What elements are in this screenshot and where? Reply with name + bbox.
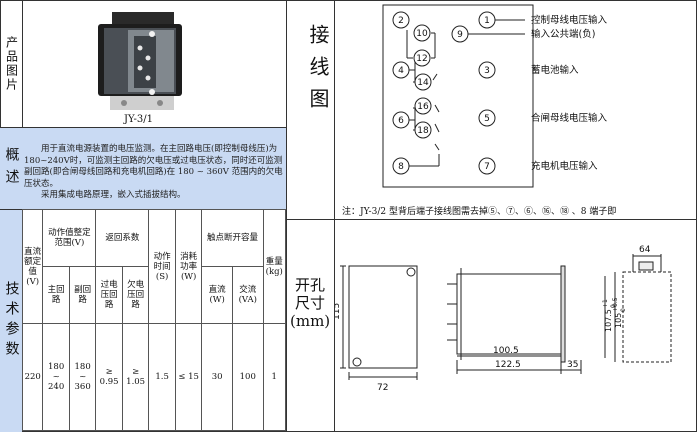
product-image-label: 产品图片 — [4, 35, 19, 92]
tech-label-band — [0, 210, 22, 432]
terminal-7: 7 — [484, 162, 490, 172]
header-action-range: 动作值整定范围(V) — [42, 209, 97, 267]
dim-64: 64 — [639, 245, 651, 255]
terminal-16: 16 — [417, 102, 429, 112]
value-over: ≥ 0.95 — [95, 323, 123, 431]
dim-107-5-tol-bot: 0 — [610, 304, 617, 308]
overview-label: 概述 — [3, 146, 20, 191]
value-main: 180 ~ 240 — [42, 323, 70, 431]
terminal-10: 10 — [416, 29, 428, 39]
header-main: 主回路 — [42, 266, 70, 324]
dim-105: 105 — [614, 313, 623, 328]
value-under: ≥ 1.05 — [121, 323, 150, 431]
terminal-1: 1 — [484, 16, 490, 26]
header-return: 返回系数 — [95, 209, 150, 267]
label-charger: 充电机电压输入 — [531, 160, 598, 172]
wiring-diagram: 2 10 12 4 14 16 6 18 8 1 9 3 5 7 控制母线电压输… — [382, 4, 608, 188]
value-sub: 180 ~ 360 — [68, 323, 97, 431]
terminal-5: 5 — [484, 114, 490, 124]
dim-100-5: 100.5 — [493, 346, 519, 356]
dim-35: 35 — [567, 360, 578, 370]
label-battery: 蓄电池输入 — [531, 64, 579, 76]
value-time: 1.5 — [148, 323, 176, 431]
tech-params-table: 直流额定值(V) 动作值整定范围(V) 返回系数 动作时间(S) 消耗功率(W)… — [21, 209, 287, 431]
cutout-label: 开孔尺寸(mm) — [290, 276, 331, 330]
header-contact: 触点断开容量 — [201, 209, 264, 267]
wiring-label: 接线图 — [306, 24, 330, 120]
terminal-8: 8 — [398, 162, 404, 172]
grid-line — [0, 127, 286, 128]
wiring-note: 注：JY-3/2 型背后端子接线图需去掉⑤、⑦、⑥、⑯、⑱ 、8 端子即 — [342, 207, 617, 217]
label-closing-bus: 合闸母线电压输入 — [531, 112, 608, 124]
terminal-12: 12 — [416, 54, 427, 64]
tech-params-label: 技术参数 — [3, 281, 20, 361]
value-dc: 30 — [201, 323, 233, 431]
grid-line — [334, 0, 335, 432]
dim-72: 72 — [377, 383, 388, 393]
grid-line — [286, 219, 697, 220]
header-over: 过电压回路 — [95, 266, 123, 324]
terminal-3: 3 — [484, 66, 490, 76]
header-rated: 直流额定值(V) — [21, 209, 44, 324]
header-ac: 交流(VA) — [231, 266, 264, 324]
header-dc: 直流(W) — [201, 266, 233, 324]
dim-122-5: 122.5 — [495, 360, 521, 370]
terminal-4: 4 — [398, 66, 404, 76]
dim-115: 115 — [335, 303, 342, 320]
terminal-14: 14 — [417, 78, 429, 88]
terminal-18: 18 — [417, 126, 429, 136]
dim-107-5-tol-top: +1 — [602, 299, 609, 308]
product-photo — [98, 12, 182, 110]
overview-paragraph: 用于直流电源装置的电压监测。在主回路电压(即控制母线压)为180~240V时，可… — [24, 144, 283, 189]
dim-105-tol-top: +0.5 — [612, 297, 619, 312]
grid-line — [286, 0, 287, 432]
value-ac: 100 — [231, 323, 264, 431]
value-rated: 220 — [21, 323, 44, 431]
header-power: 消耗功率(W) — [174, 209, 203, 324]
overview-band — [0, 128, 286, 209]
dim-107-5: 107.5 — [604, 309, 613, 332]
value-power: ≤ 15 — [174, 323, 203, 431]
model-caption: JY-3/1 — [124, 114, 153, 125]
label-control-bus: 控制母线电压输入 — [531, 14, 608, 26]
label-common: 输入公共端(负) — [531, 28, 595, 40]
header-sub: 副回路 — [68, 266, 97, 324]
terminal-9: 9 — [457, 30, 463, 40]
overview-text: 用于直流电源装置的电压监测。在主回路电压(即控制母线压)为180~240V时，可… — [24, 144, 284, 202]
cutout-drawing: 115 72 100.5 122.5 35 64 107.5 +1 0 105 … — [335, 245, 672, 393]
terminal-2: 2 — [398, 16, 404, 26]
terminal-6: 6 — [398, 116, 404, 126]
header-weight: 重量(kg) — [262, 209, 287, 324]
header-time: 动作时间(S) — [148, 209, 176, 324]
overview-paragraph: 采用集成电路原理，嵌入式插拔结构。 — [41, 190, 186, 200]
value-weight: 1 — [262, 323, 287, 431]
dim-105-tol-bot: 0 — [620, 308, 627, 312]
header-under: 欠电压回路 — [121, 266, 150, 324]
